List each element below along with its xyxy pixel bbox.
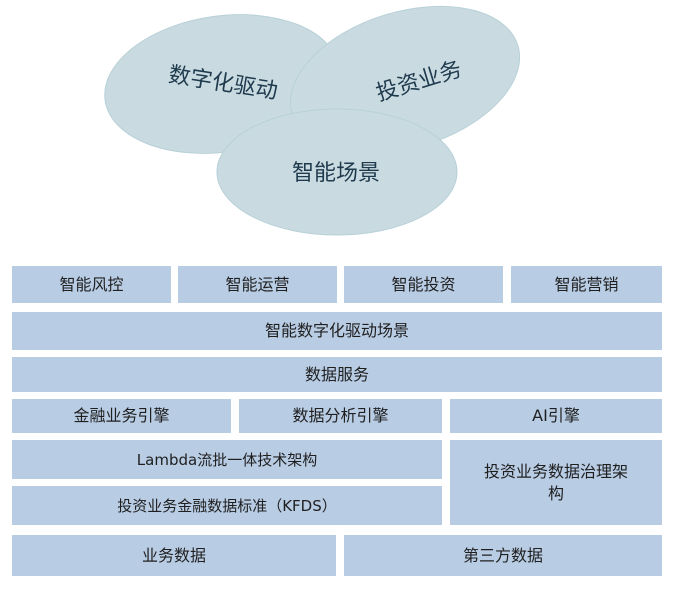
box-scenario-layer: 智能数字化驱动场景 xyxy=(12,312,662,350)
circle-smart-scenario xyxy=(216,108,458,236)
box-smart-investment: 智能投资 xyxy=(344,266,503,303)
box-ai-engine: AI引擎 xyxy=(450,399,662,433)
box-data-analysis-engine: 数据分析引擎 xyxy=(239,399,442,433)
venn-label-smart-scenario: 智能场景 xyxy=(292,161,380,186)
box-smart-operation: 智能运营 xyxy=(178,266,337,303)
box-business-data: 业务数据 xyxy=(12,535,336,576)
box-kfds-standard: 投资业务金融数据标准（KFDS） xyxy=(12,486,442,525)
venn-diagram: 数字化驱动 投资业务 智能场景 xyxy=(104,5,521,236)
box-financial-business-engine: 金融业务引擎 xyxy=(12,399,231,433)
box-lambda-architecture: Lambda流批一体技术架构 xyxy=(12,440,442,479)
box-smart-risk-control: 智能风控 xyxy=(12,266,171,303)
box-data-governance: 投资业务数据治理架构 xyxy=(450,440,662,525)
box-data-service: 数据服务 xyxy=(12,357,662,392)
box-smart-marketing: 智能营销 xyxy=(511,266,662,303)
box-third-party-data: 第三方数据 xyxy=(344,535,662,576)
